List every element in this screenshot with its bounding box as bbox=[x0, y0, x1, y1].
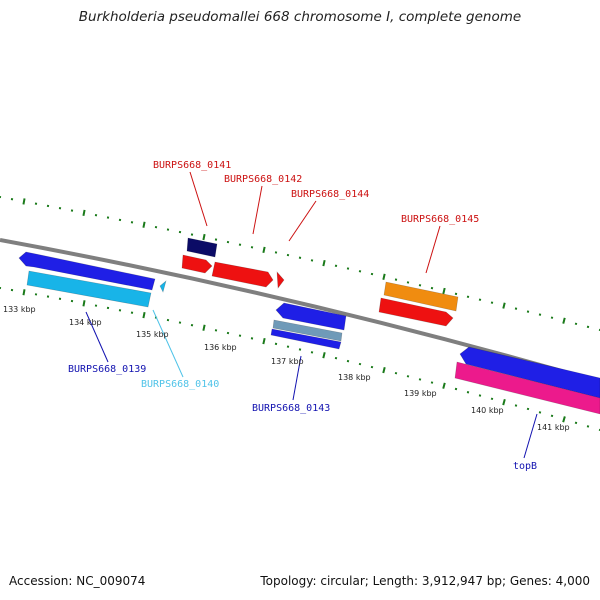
tick-label-135kbp: 135 kbp bbox=[136, 330, 169, 339]
major-tick-outer-7 bbox=[82, 209, 86, 216]
minor-tick-inner-44 bbox=[526, 407, 530, 411]
major-tick-outer-32 bbox=[382, 273, 386, 280]
gene-feature-burps668-0140-tip[interactable] bbox=[159, 280, 167, 293]
gene-feature-burps668-0144[interactable] bbox=[276, 271, 285, 289]
gene-feature-burps668-0140[interactable] bbox=[26, 270, 152, 308]
gene-label-burps668-0141[interactable]: BURPS668_0141 bbox=[153, 160, 231, 171]
leader-burps668-0141 bbox=[189, 171, 208, 227]
leader-burps668-0145 bbox=[425, 225, 441, 274]
tick-label-139kbp: 139 kbp bbox=[404, 389, 437, 398]
gene-feature-burps668-0141[interactable] bbox=[186, 237, 218, 258]
gene-feature-topb-blue[interactable] bbox=[459, 346, 600, 399]
gene-feature-topb[interactable] bbox=[454, 361, 600, 415]
major-tick-outer-12 bbox=[142, 221, 146, 228]
major-tick-outer-42 bbox=[502, 302, 506, 309]
major-tick-inner-32 bbox=[382, 366, 386, 374]
leader-burps668-0144 bbox=[288, 200, 317, 242]
major-tick-inner-7 bbox=[82, 300, 86, 307]
minor-tick-inner-45 bbox=[538, 411, 542, 414]
major-tick-outer-27 bbox=[322, 259, 326, 267]
gene-label-burps668-0139[interactable]: BURPS668_0139 bbox=[68, 364, 146, 375]
gene-feature-burps668-0142[interactable] bbox=[211, 261, 274, 288]
minor-tick-inner-49 bbox=[586, 425, 590, 428]
gene-features bbox=[18, 237, 600, 415]
tick-label-133kbp: 133 kbp bbox=[3, 305, 36, 314]
major-tick-outer-17 bbox=[202, 233, 206, 241]
leader-burps668-0143 bbox=[292, 355, 302, 401]
genome-stats-text: Topology: circular; Length: 3,912,947 bp… bbox=[260, 574, 590, 588]
major-tick-inner-2 bbox=[22, 289, 26, 296]
gene-feature-burps668-0139[interactable] bbox=[18, 251, 156, 291]
minor-tick-inner-34 bbox=[406, 375, 410, 378]
major-tick-inner-17 bbox=[202, 324, 206, 331]
minor-tick-inner-41 bbox=[490, 397, 494, 401]
minor-tick-inner-43 bbox=[514, 404, 518, 407]
minor-tick-inner-38 bbox=[454, 387, 458, 391]
major-tick-inner-27 bbox=[322, 352, 326, 359]
major-tick-outer-2 bbox=[22, 198, 26, 205]
gene-label-burps668-0143[interactable]: BURPS668_0143 bbox=[252, 403, 330, 414]
leader-burps668-0142 bbox=[252, 185, 263, 235]
gene-feature-red-a[interactable] bbox=[181, 254, 213, 274]
major-tick-inner-37 bbox=[442, 382, 446, 389]
minor-tick-inner-46 bbox=[550, 414, 554, 418]
leader-burps668-0139 bbox=[85, 311, 109, 363]
minor-tick-inner-35 bbox=[418, 378, 422, 381]
tick-labels: 133 kbp 134 kbp 135 kbp 136 kbp 137 kbp … bbox=[3, 305, 570, 432]
minor-tick-inner-39 bbox=[466, 391, 470, 394]
tick-label-134kbp: 134 kbp bbox=[69, 318, 102, 327]
leader-burps668-0140 bbox=[152, 309, 184, 378]
gene-label-burps668-0145[interactable]: BURPS668_0145 bbox=[401, 214, 479, 225]
gene-label-burps668-0144[interactable]: BURPS668_0144 bbox=[291, 189, 369, 200]
major-tick-inner-12 bbox=[142, 312, 146, 319]
gene-label-topb[interactable]: topB bbox=[513, 461, 537, 472]
accession-text: Accession: NC_009074 bbox=[9, 574, 146, 588]
major-tick-inner-42 bbox=[502, 399, 506, 406]
minor-tick-inner-48 bbox=[574, 421, 578, 425]
gene-labels: BURPS668_0139 BURPS668_0140 BURPS668_014… bbox=[68, 160, 537, 472]
gene-feature-steel[interactable] bbox=[272, 319, 343, 342]
major-tick-outer-37 bbox=[442, 287, 446, 295]
tick-label-140kbp: 140 kbp bbox=[471, 406, 504, 415]
gene-feature-burps668-0145-orange[interactable] bbox=[383, 281, 459, 312]
major-tick-outer-22 bbox=[262, 246, 266, 253]
gene-label-burps668-0142[interactable]: BURPS668_0142 bbox=[224, 174, 302, 185]
label-leader-lines bbox=[85, 171, 538, 459]
minor-tick-inner-36 bbox=[430, 381, 434, 384]
outer-tick-track bbox=[0, 195, 600, 332]
gene-feature-burps668-0145[interactable] bbox=[378, 297, 454, 327]
tick-label-141kbp: 141 kbp bbox=[537, 423, 570, 432]
tick-label-136kbp: 136 kbp bbox=[204, 343, 237, 352]
leader-topb bbox=[523, 413, 538, 459]
inner-tick-track bbox=[0, 286, 600, 432]
minor-tick-outer-49 bbox=[586, 325, 590, 329]
major-tick-outer-47 bbox=[562, 317, 566, 324]
gene-feature-blue-bar[interactable] bbox=[270, 328, 342, 350]
major-tick-inner-47 bbox=[562, 416, 566, 423]
tick-label-137kbp: 137 kbp bbox=[271, 357, 304, 366]
major-tick-inner-22 bbox=[262, 337, 266, 345]
tick-label-138kbp: 138 kbp bbox=[338, 373, 371, 382]
gene-feature-burps668-0143[interactable] bbox=[275, 302, 347, 331]
minor-tick-inner-40 bbox=[478, 394, 482, 397]
map-title: Burkholderia pseudomallei 668 chromosome… bbox=[78, 9, 522, 25]
gene-label-burps668-0140[interactable]: BURPS668_0140 bbox=[141, 379, 219, 390]
